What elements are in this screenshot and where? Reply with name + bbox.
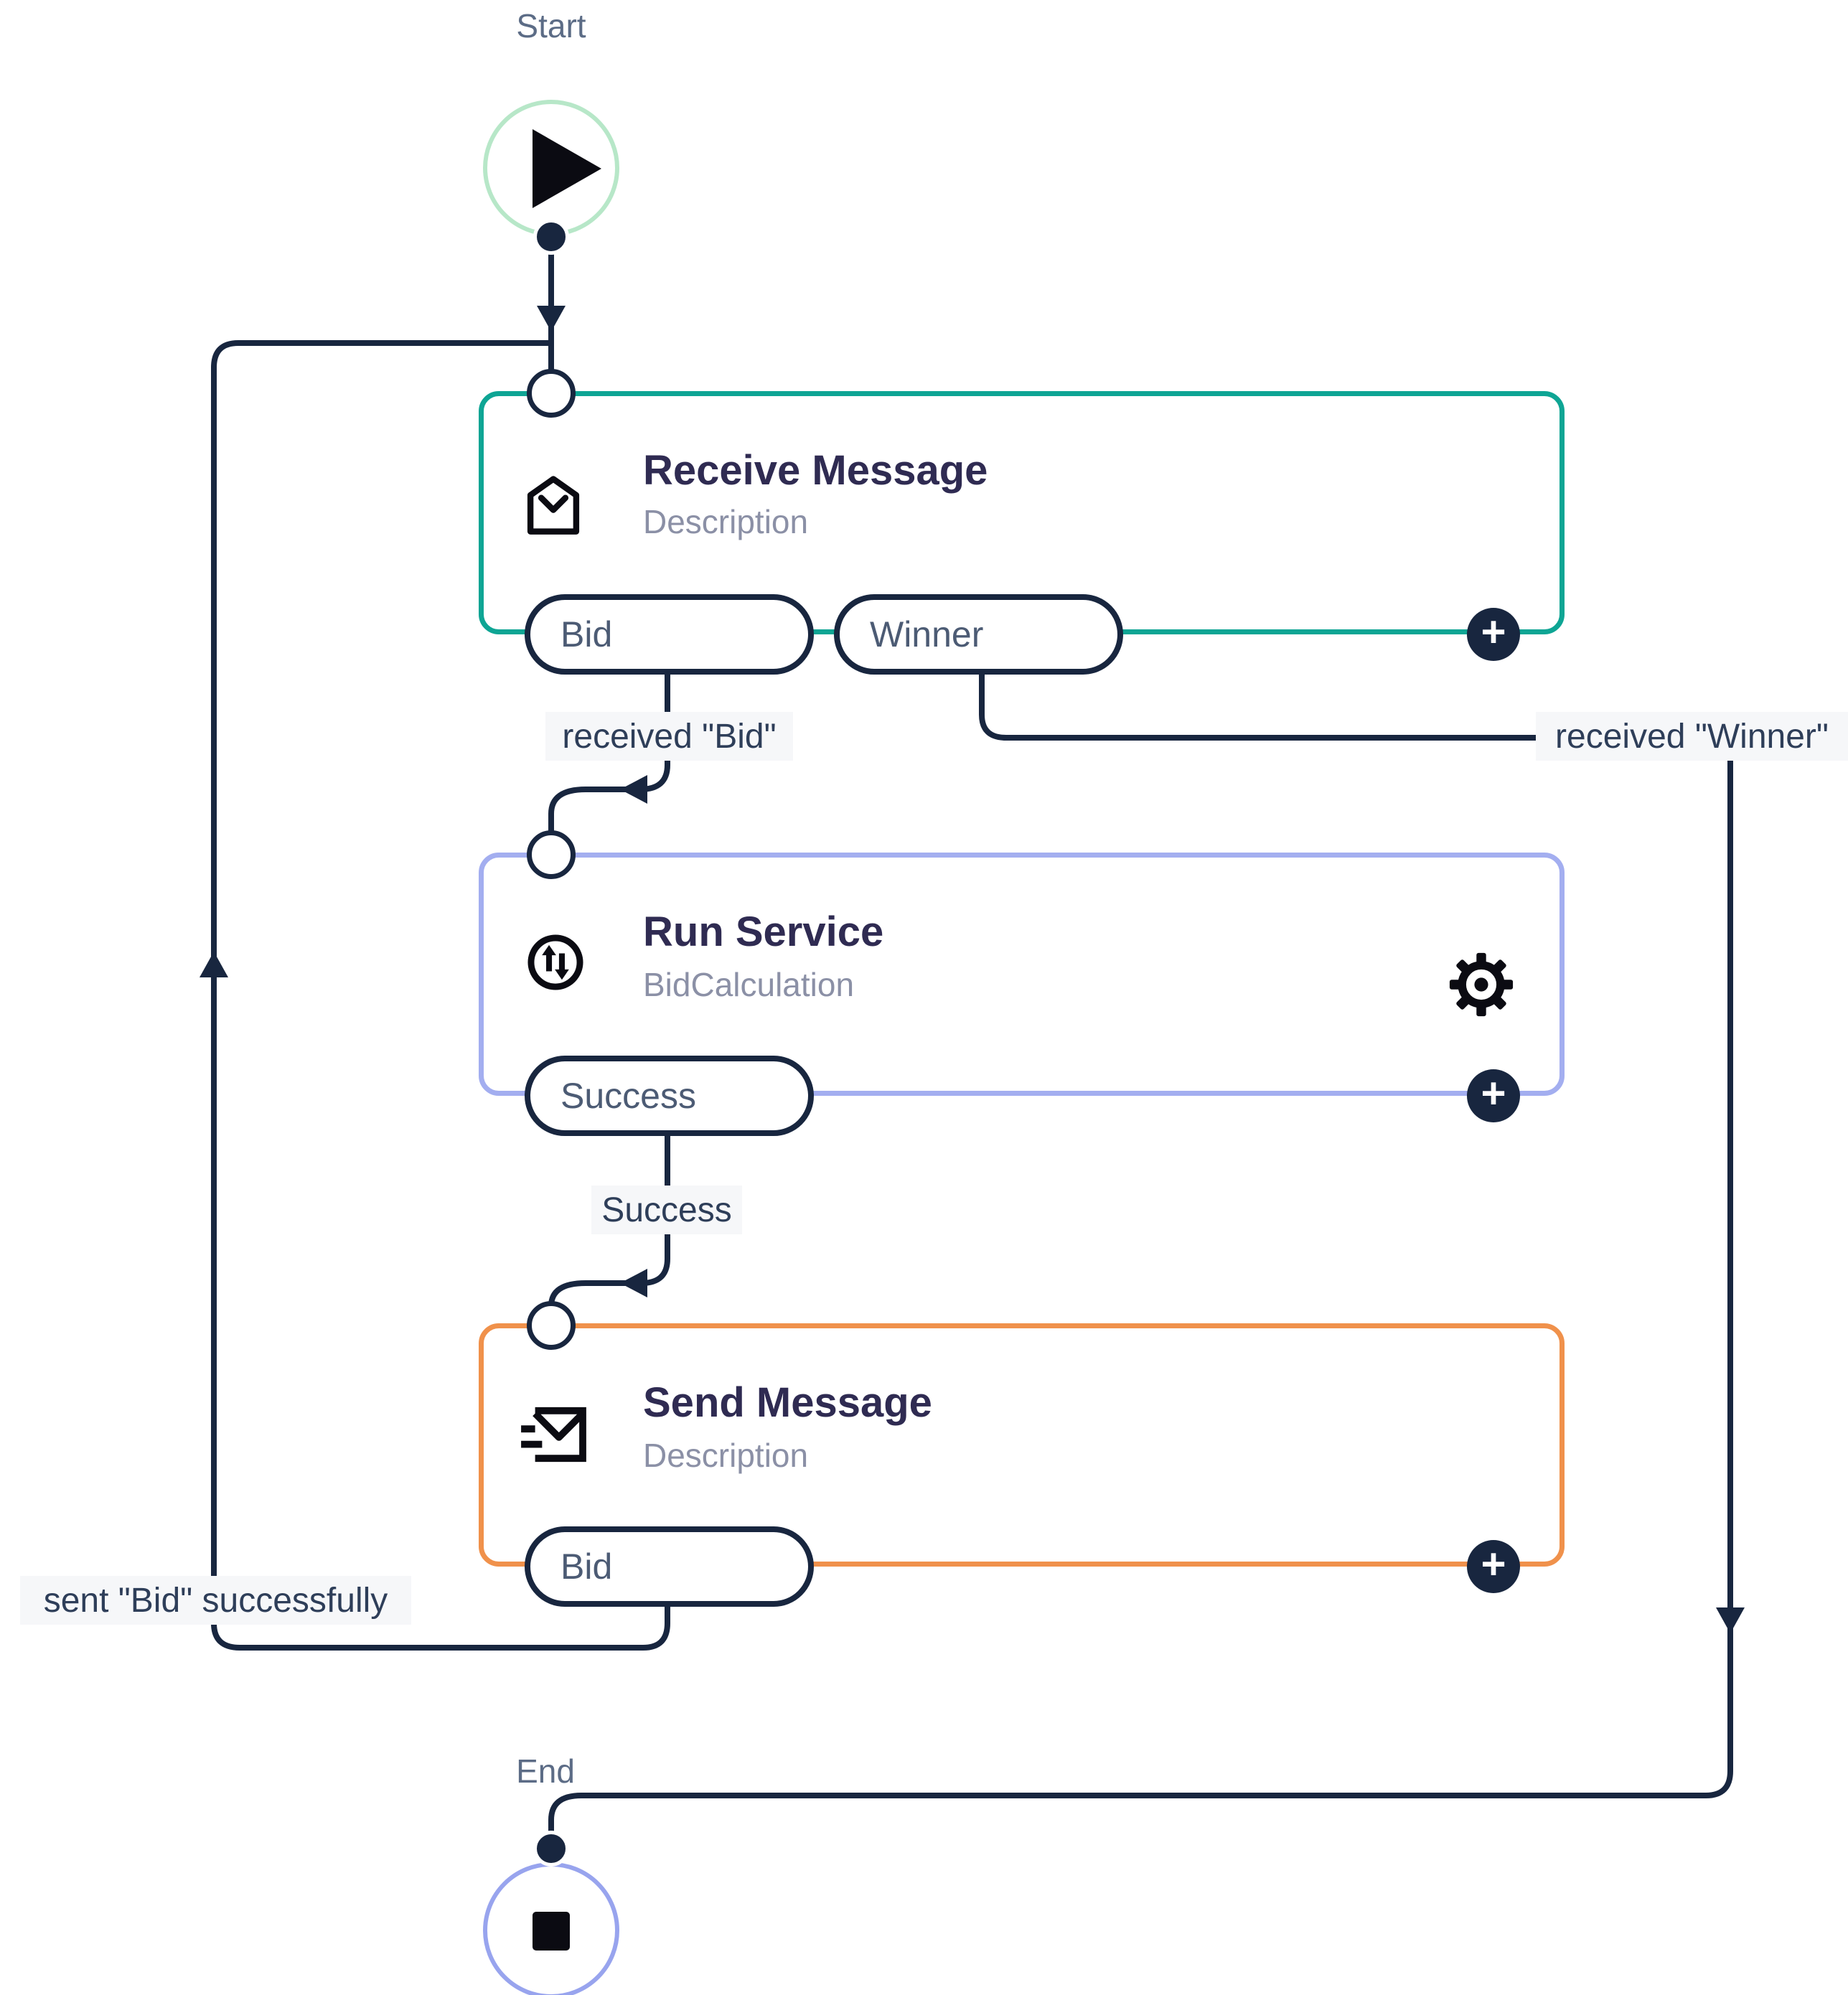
edge-received-bid	[548, 675, 670, 834]
end-label: End	[516, 1752, 575, 1790]
input-port-send-message[interactable]	[527, 1301, 576, 1350]
run-service-icon	[527, 934, 583, 990]
arrowhead-down-icon	[537, 306, 566, 332]
arrowhead-left-icon	[620, 1269, 647, 1297]
node-subtitle: Description	[643, 1437, 809, 1474]
output-pill-label: Bid	[561, 1546, 613, 1587]
add-output-button-run[interactable]: +	[1467, 1069, 1520, 1122]
edge-sent-bid-loop	[211, 340, 670, 1651]
edge-success	[548, 1136, 670, 1307]
node-subtitle: Description	[643, 503, 809, 540]
add-output-button-send[interactable]: +	[1467, 1540, 1520, 1593]
node-title: Run Service	[643, 909, 884, 955]
output-pill-success[interactable]: Success	[525, 1056, 814, 1136]
output-pill-label: Bid	[561, 614, 613, 654]
arrowhead-left-icon	[620, 775, 647, 804]
output-pill-label: Success	[561, 1076, 696, 1116]
arrowhead-down-icon	[1716, 1607, 1745, 1633]
output-pill-bid-send[interactable]: Bid	[525, 1526, 814, 1607]
output-pill-bid[interactable]: Bid	[525, 594, 814, 675]
plus-icon: +	[1481, 1540, 1506, 1588]
edge-label-received-bid: received "Bid"	[545, 712, 793, 761]
arrowhead-up-icon	[200, 952, 228, 977]
start-output-dot[interactable]	[533, 219, 569, 255]
start-label: Start	[516, 7, 586, 44]
play-icon	[533, 129, 601, 208]
receive-message-icon	[527, 476, 580, 535]
output-pill-winner[interactable]: Winner	[834, 594, 1123, 675]
edge-label-success: Success	[591, 1186, 742, 1234]
plus-icon: +	[1481, 1069, 1506, 1117]
end-input-dot[interactable]	[533, 1831, 569, 1867]
edge-received-winner	[548, 675, 1733, 1835]
stop-icon	[533, 1912, 570, 1951]
edge-label-received-winner: received "Winner"	[1536, 712, 1848, 761]
settings-gear-icon[interactable]	[1448, 952, 1514, 1018]
node-subtitle: BidCalculation	[643, 966, 855, 1003]
node-title: Receive Message	[643, 447, 988, 494]
node-send-message[interactable]	[479, 1323, 1565, 1567]
input-port-receive-message[interactable]	[527, 369, 576, 418]
send-message-icon	[521, 1407, 586, 1463]
input-port-run-service[interactable]	[527, 830, 576, 879]
node-run-service[interactable]	[479, 853, 1565, 1096]
add-output-button-receive[interactable]: +	[1467, 608, 1520, 661]
plus-icon: +	[1481, 608, 1506, 656]
edge-label-sent-bid: sent "Bid" successfully	[20, 1576, 411, 1625]
output-pill-label: Winner	[870, 614, 984, 654]
node-title: Send Message	[643, 1379, 932, 1426]
